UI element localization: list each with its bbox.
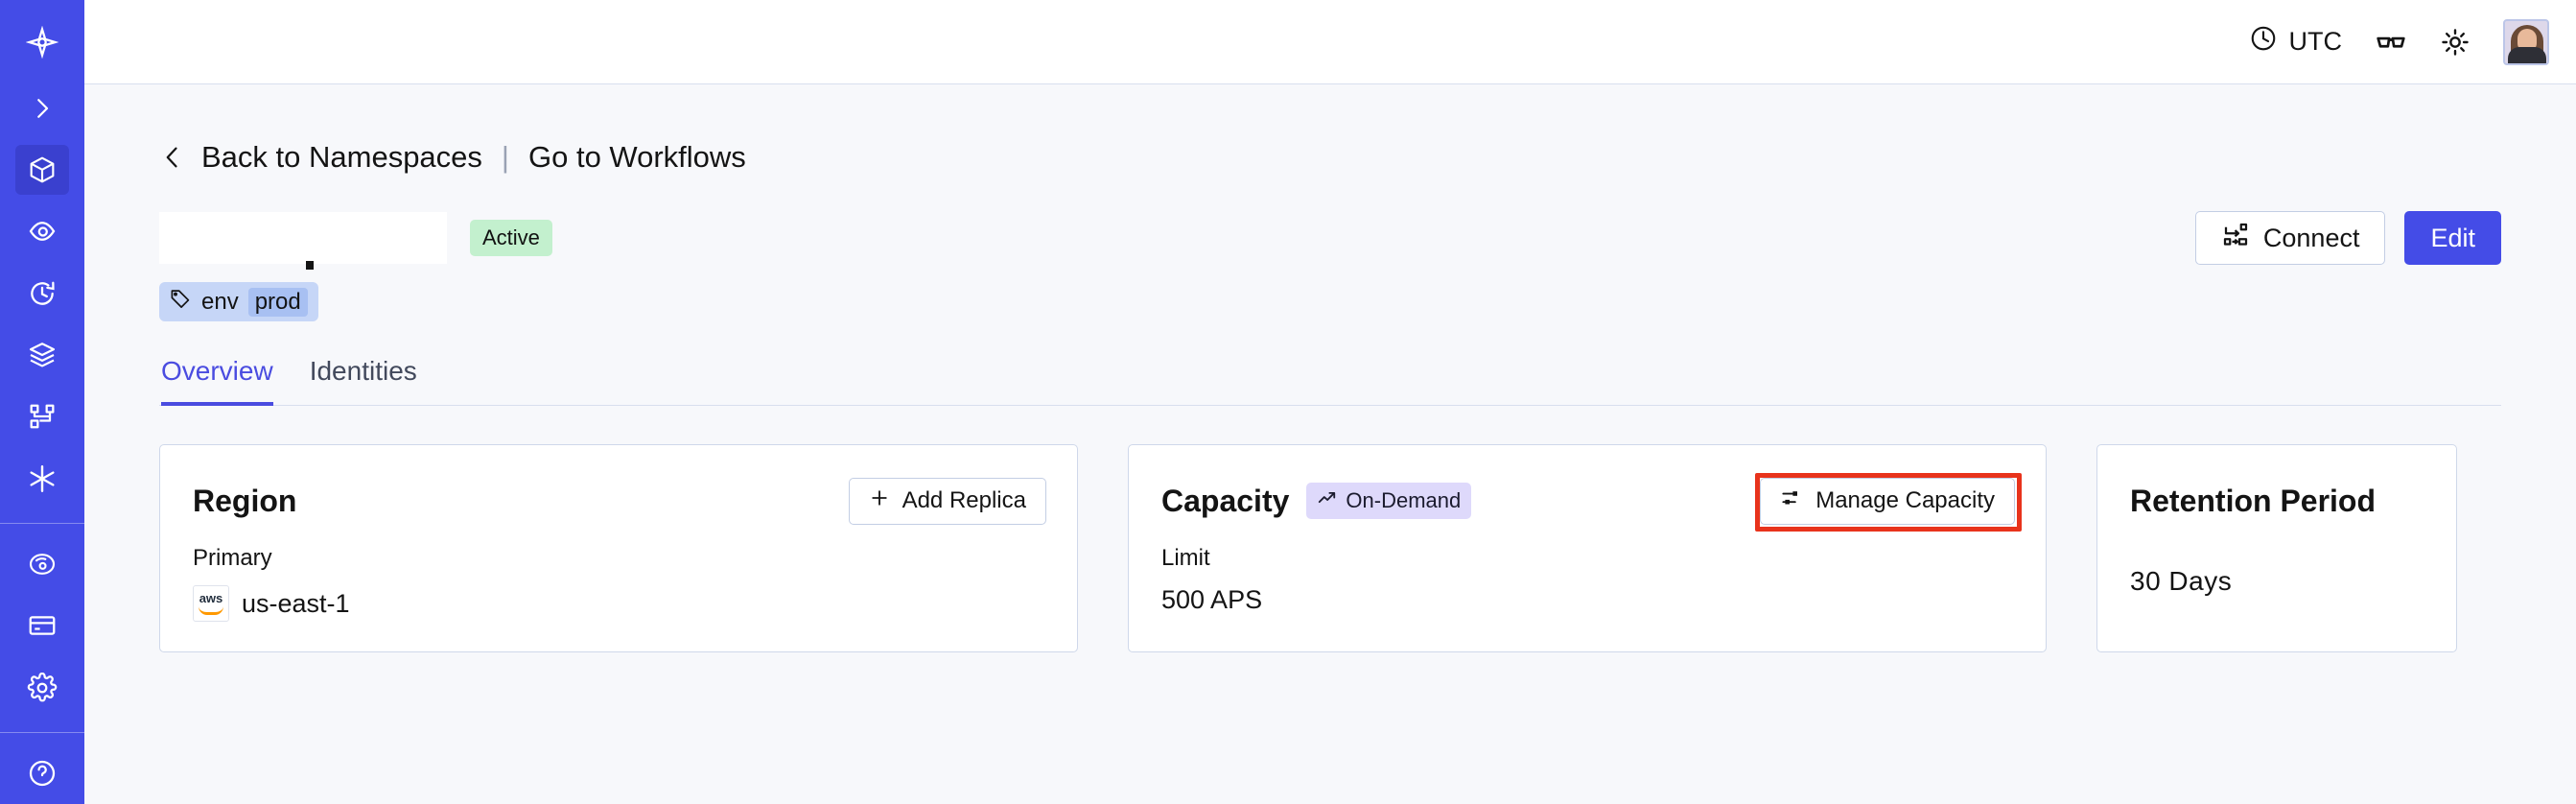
capacity-mode-label: On-Demand: [1346, 488, 1462, 512]
trending-up-icon: [1317, 487, 1338, 514]
help-circle-icon: [27, 758, 58, 789]
tag-icon: [169, 287, 192, 317]
avatar-face: [2517, 28, 2537, 52]
asterisk-icon: [26, 462, 59, 495]
sidebar-item-billing[interactable]: [15, 601, 69, 650]
status-badge: Active: [470, 220, 552, 256]
sidebar-item-usage[interactable]: [15, 539, 69, 589]
overview-cards: Region Add Replica Primary aws: [159, 444, 2501, 652]
add-replica-button[interactable]: Add Replica: [848, 477, 1046, 525]
chevron-right-icon[interactable]: [15, 83, 69, 132]
sidebar-item-schedules[interactable]: [15, 268, 69, 318]
sliders-icon: [1780, 486, 1803, 516]
aws-logo-text: aws: [199, 591, 223, 605]
edit-button-label: Edit: [2430, 223, 2475, 252]
timezone-selector[interactable]: UTC: [2249, 24, 2343, 59]
reading-glasses-icon[interactable]: [2375, 26, 2407, 59]
sidebar-divider: [0, 522, 84, 524]
workflow-branch-icon: [27, 401, 58, 432]
region-card-title: Region: [193, 483, 297, 518]
connect-button-label: Connect: [2262, 223, 2360, 252]
namespace-title-row: Active Connect: [159, 211, 2501, 270]
sun-icon[interactable]: [2440, 27, 2471, 58]
retention-card-header: Retention Period: [2130, 474, 2425, 528]
add-replica-label: Add Replica: [902, 487, 1026, 513]
sidebar-item-nexus[interactable]: [15, 453, 69, 503]
title-redaction-mark: [306, 261, 314, 270]
namespace-actions: Connect Edit: [2194, 211, 2501, 265]
aws-logo-smile: [199, 606, 223, 615]
retention-card-title: Retention Period: [2130, 483, 2377, 518]
gear-icon: [27, 672, 58, 703]
sidebar-divider-bottom: [0, 731, 84, 733]
breadcrumb-separator: |: [501, 140, 509, 174]
sidebar-item-observability[interactable]: [15, 206, 69, 256]
layers-icon: [27, 340, 58, 370]
timezone-label: UTC: [2288, 27, 2343, 56]
go-to-workflows-link[interactable]: Go to Workflows: [527, 140, 746, 174]
region-primary-value-row: aws us-east-1: [193, 585, 1046, 622]
history-clock-icon: [27, 278, 58, 309]
connect-button[interactable]: Connect: [2194, 211, 2386, 265]
tag-key: env: [201, 288, 239, 315]
retention-card: Retention Period 30 Days: [2096, 444, 2457, 652]
edit-button[interactable]: Edit: [2404, 211, 2501, 265]
back-to-namespaces-link[interactable]: Back to Namespaces: [201, 140, 482, 174]
capacity-card-header: Capacity On-Demand: [1161, 472, 2022, 532]
cube-icon: [27, 154, 58, 185]
capacity-mode-badge: On-Demand: [1306, 483, 1472, 519]
page-title: [159, 212, 447, 270]
namespace-tags: env prod: [159, 282, 2501, 321]
top-bar: UTC: [84, 0, 2576, 84]
region-card-header: Region Add Replica: [193, 474, 1046, 528]
plus-icon: [869, 487, 890, 515]
sidebar-item-batch-operations[interactable]: [15, 330, 69, 380]
region-primary-value: us-east-1: [242, 588, 350, 618]
breadcrumb: Back to Namespaces | Go to Workflows: [159, 140, 2501, 175]
primary-sidebar: [0, 0, 84, 804]
temporal-logo-icon[interactable]: [15, 17, 69, 67]
tag-value: prod: [247, 287, 308, 317]
manage-capacity-label: Manage Capacity: [1815, 487, 1995, 513]
tab-identities[interactable]: Identities: [309, 356, 417, 386]
avatar-body: [2508, 46, 2546, 63]
retention-value: 30 Days: [2130, 566, 2233, 596]
connect-nodes-icon: [2221, 221, 2250, 256]
main-area: UTC: [84, 0, 2576, 804]
tab-bar: Overview Identities: [159, 356, 2501, 406]
sidebar-item-namespaces[interactable]: [15, 144, 69, 196]
region-primary-label: Primary: [193, 545, 272, 571]
capacity-card-title: Capacity: [1161, 483, 1290, 518]
page-content: Back to Namespaces | Go to Workflows Act…: [84, 84, 2576, 804]
capacity-limit-value: 500 APS: [1161, 585, 1263, 614]
tag-env[interactable]: env prod: [159, 282, 318, 321]
avatar[interactable]: [2503, 18, 2549, 65]
tab-overview[interactable]: Overview: [161, 356, 273, 406]
region-card: Region Add Replica Primary aws: [159, 444, 1078, 652]
globe-palette-icon: [27, 549, 58, 579]
aws-logo-icon: aws: [193, 585, 229, 622]
sidebar-item-settings[interactable]: [15, 662, 69, 712]
credit-card-icon: [27, 610, 58, 641]
manage-capacity-button[interactable]: Manage Capacity: [1760, 477, 2015, 525]
eye-icon: [27, 216, 58, 247]
capacity-card: Capacity On-Demand: [1128, 444, 2047, 652]
sidebar-item-workflows[interactable]: [15, 391, 69, 441]
capacity-limit-label: Limit: [1161, 545, 1210, 571]
chevron-left-icon[interactable]: [159, 141, 186, 174]
clock-icon: [2249, 24, 2278, 59]
sidebar-item-help[interactable]: [15, 748, 69, 798]
